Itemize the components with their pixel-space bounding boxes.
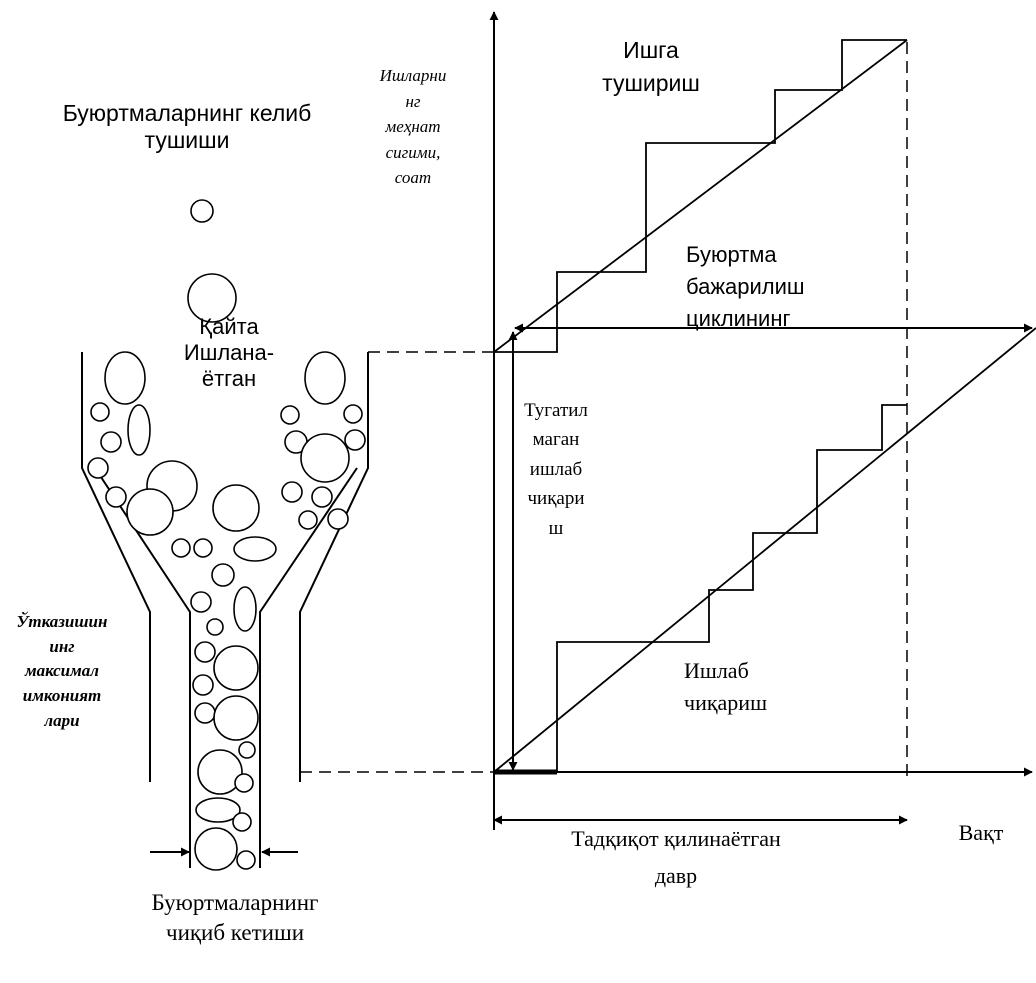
- order-bubble: [104, 351, 146, 405]
- launch-trend-line: [493, 39, 908, 353]
- order-bubble: [126, 488, 174, 536]
- order-bubble: [190, 199, 214, 223]
- cycle-label: Буюртма бажарилиш циклининг: [686, 242, 805, 331]
- order-bubble: [190, 591, 212, 613]
- order-bubble: [343, 404, 363, 424]
- order-bubble: [195, 797, 241, 823]
- order-bubble: [213, 695, 259, 741]
- order-bubble: [300, 433, 350, 483]
- order-bubble: [105, 486, 127, 508]
- order-bubble: [344, 429, 366, 451]
- order-bubble: [194, 702, 216, 724]
- order-bubble: [192, 674, 214, 696]
- wip-label: Тугатил маган ишлаб чиқари ш: [524, 400, 588, 539]
- launch-step-line: [494, 39, 907, 353]
- order-bubble: [281, 481, 303, 503]
- launch-label: Ишга тушириш: [602, 37, 700, 97]
- output-step-line: [494, 404, 907, 773]
- funnel-inner-right-wall: [259, 467, 358, 868]
- order-bubble: [327, 508, 349, 530]
- order-bubble: [311, 486, 333, 508]
- order-bubbles: [87, 199, 366, 871]
- order-bubble: [232, 812, 252, 832]
- order-bubble: [213, 645, 259, 691]
- order-bubble: [206, 618, 224, 636]
- order-bubble: [197, 749, 243, 795]
- order-bubble: [87, 457, 109, 479]
- order-bubble: [236, 850, 256, 870]
- output-trend-line: [493, 327, 1036, 773]
- measurement-arrows: [493, 323, 1033, 825]
- order-bubble: [233, 536, 277, 562]
- order-bubble: [304, 351, 346, 405]
- rework-label: Қайта Ишлана- ётган: [183, 314, 275, 391]
- order-bubble: [193, 538, 213, 558]
- output-series: [493, 327, 1036, 775]
- funnel-left-wall: [81, 352, 151, 782]
- period-label: Тадқиқот қилинаётган давр: [571, 826, 781, 889]
- order-bubble: [234, 773, 254, 793]
- order-bubble: [100, 431, 122, 453]
- order-bubble: [211, 563, 235, 587]
- order-bubble: [212, 484, 260, 532]
- output-label: Ишлаб чиқариш: [684, 658, 768, 715]
- order-bubble: [280, 405, 300, 425]
- time-label: Вақт: [958, 820, 1004, 845]
- funnel-right-wall: [299, 352, 369, 782]
- order-bubble: [187, 273, 237, 323]
- order-bubble: [233, 586, 257, 632]
- inflow-label: Буюртмаларнинг келиб тушиши: [62, 100, 312, 154]
- order-bubble: [127, 404, 151, 456]
- order-bubble: [194, 827, 238, 871]
- order-bubble: [90, 402, 110, 422]
- order-bubble: [298, 510, 318, 530]
- connector-lines: [300, 42, 908, 782]
- order-bubble: [194, 641, 216, 663]
- outflow-label: Буюртмаларнинг чиқиб кетиши: [151, 890, 319, 946]
- order-bubble: [238, 741, 256, 759]
- y-axis-label: Ишларни нг меҳнат сигими, соат: [379, 66, 447, 187]
- capacity-label: Ўтказишин инг максимал имконият лари: [16, 612, 108, 730]
- launch-series: [493, 39, 908, 353]
- order-bubble: [171, 538, 191, 558]
